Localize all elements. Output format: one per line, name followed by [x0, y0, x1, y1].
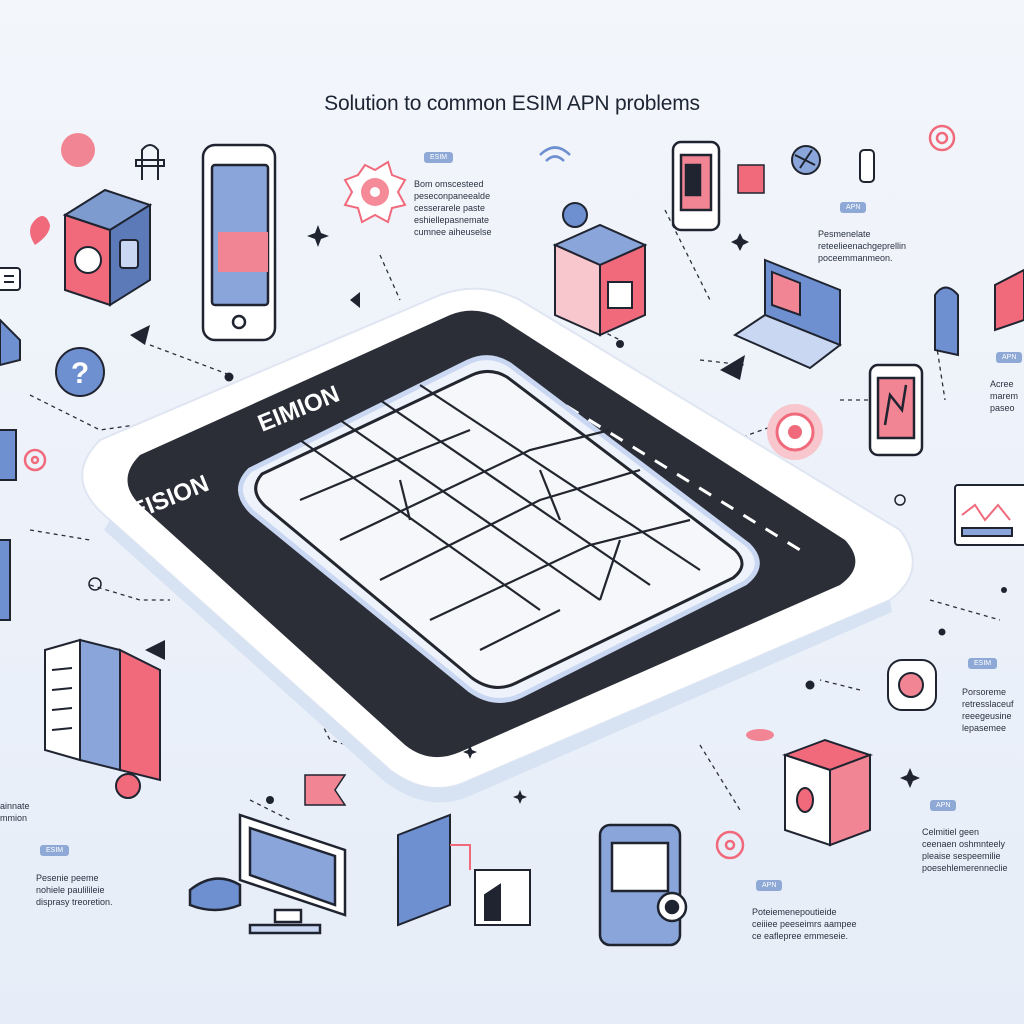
- tablet-icon: [868, 363, 924, 457]
- blurb-top-center: Bom omscesteed peseconpaneealde cesserar…: [414, 179, 492, 237]
- settings-gear-icon: [715, 830, 745, 860]
- badge-icon: [343, 160, 407, 224]
- blurb-right-mid: Porsoreme retresslaceuf reeegeusine lepa…: [962, 687, 1014, 733]
- cube-device-icon: [62, 188, 153, 307]
- connector-dots: [88, 146, 1007, 804]
- blurb-bottom-center: Poteiemenepoutieide ceiiiee peeseimrs aa…: [752, 907, 857, 941]
- storage-cube-icon: [782, 738, 873, 847]
- tag-right-edge: APN: [996, 352, 1023, 363]
- vial-icon: [859, 149, 875, 183]
- document-package-icon: [397, 813, 531, 927]
- music-icon: [737, 164, 765, 194]
- flag-icon: [994, 268, 1024, 332]
- pointer-icon: [746, 729, 774, 741]
- smartphone-icon: [201, 143, 277, 342]
- target-icon: [928, 124, 956, 152]
- gear-icon: [23, 448, 47, 472]
- laptop-icon: [732, 258, 843, 370]
- chat-icon: [0, 267, 21, 291]
- tag-bottom-center: APN: [756, 880, 783, 891]
- desktop-icon: [188, 813, 347, 935]
- tag-right-upper: APN: [840, 202, 867, 213]
- location-pin-icon: [30, 216, 50, 245]
- wifi-icon: [539, 146, 571, 162]
- svg-text:?: ?: [71, 357, 89, 390]
- monitor-icon: [954, 484, 1024, 546]
- blurb-right-upper: Pesmenelate reteelieenachgeprellin pocee…: [818, 229, 907, 263]
- pennant-icon: [304, 774, 347, 806]
- tag-right-lower: APN: [930, 800, 957, 811]
- globe-icon: [791, 145, 821, 175]
- help-icon: ?: [55, 347, 105, 397]
- arrow-heads: [130, 292, 745, 660]
- blurb-bottom-left: Pesenie peeme nohiele paulilileie dispra…: [36, 873, 113, 907]
- tag-right-mid: ESIM: [968, 658, 998, 669]
- server-rack-icon: [44, 638, 161, 799]
- sim-phone-icon: [598, 823, 688, 947]
- target-mid-icon: [767, 404, 823, 460]
- blurb-right-edge: Acree marem paseo: [990, 379, 1019, 413]
- status-dot-icon: [61, 133, 95, 167]
- router-icon: [0, 318, 21, 621]
- location-marker-icon: [887, 659, 937, 711]
- mobile-phone-icon: [671, 140, 721, 232]
- tag-top-center: ESIM: [424, 152, 454, 163]
- sparkle-icons: [307, 225, 920, 804]
- lock-icon: [135, 144, 165, 180]
- page-title: Solution to common ESIM APN problems: [324, 92, 700, 115]
- esim-card: EISION EIMION ASS ION AD AION: [81, 287, 914, 803]
- pin-icon: [934, 286, 959, 357]
- document-box-icon: [552, 202, 648, 337]
- tag-bottom-left: ESIM: [40, 845, 70, 856]
- blurb-left-edge: ainnate mmion: [0, 801, 30, 823]
- blurb-right-lower: Celmitiel geen ceenaen oshmnteely pleais…: [922, 827, 1008, 873]
